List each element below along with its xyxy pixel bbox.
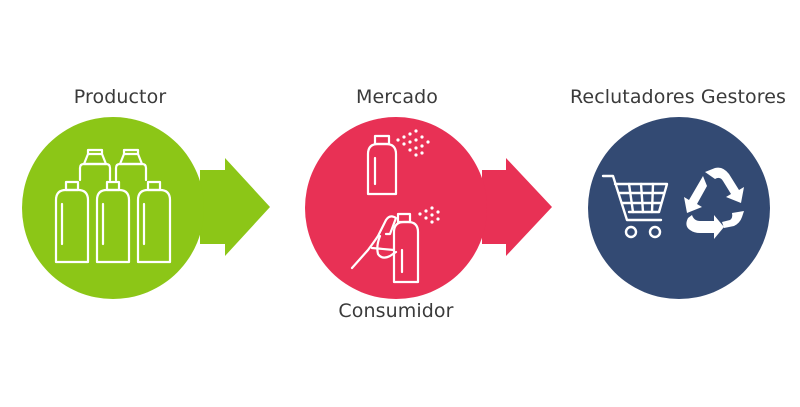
circle-mercado	[305, 117, 487, 299]
arrow-mercado	[482, 158, 552, 256]
arrow-productor	[200, 158, 270, 256]
label-productor: Productor	[73, 86, 167, 108]
stage-productor	[22, 117, 270, 299]
shopping-cart-icon	[601, 174, 669, 239]
spray-can-icon	[366, 129, 430, 196]
hand-spraying-icon	[350, 206, 440, 284]
circle-productor	[22, 117, 204, 299]
recycle-icon	[684, 167, 744, 239]
label-mercado: Mercado	[356, 86, 438, 108]
label-consumidor: Consumidor	[338, 300, 454, 322]
circle-reclutadores	[588, 117, 770, 299]
spray-cans-group-icon	[54, 148, 172, 264]
stage-reclutadores	[588, 117, 770, 299]
stage-mercado	[305, 117, 552, 299]
label-reclutadores-gestores: Reclutadores Gestores	[569, 86, 787, 108]
